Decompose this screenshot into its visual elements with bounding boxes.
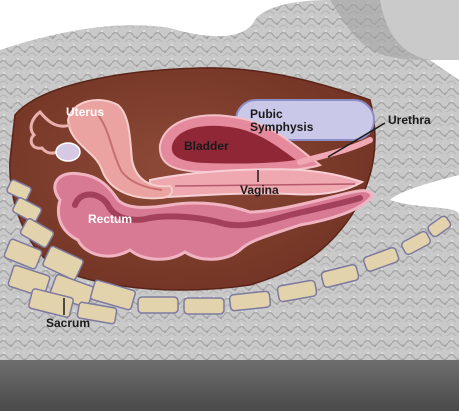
ovary (56, 143, 80, 161)
label-uterus: Uterus (66, 105, 104, 119)
floor-plate (0, 360, 459, 411)
label-symphysis: Symphysis (250, 120, 314, 134)
label-vagina: Vagina (240, 183, 279, 197)
label-rectum: Rectum (88, 212, 132, 226)
label-pubic: Pubic (250, 107, 283, 121)
label-bladder: Bladder (184, 139, 229, 153)
label-urethra: Urethra (388, 113, 431, 127)
label-sacrum: Sacrum (46, 316, 90, 330)
